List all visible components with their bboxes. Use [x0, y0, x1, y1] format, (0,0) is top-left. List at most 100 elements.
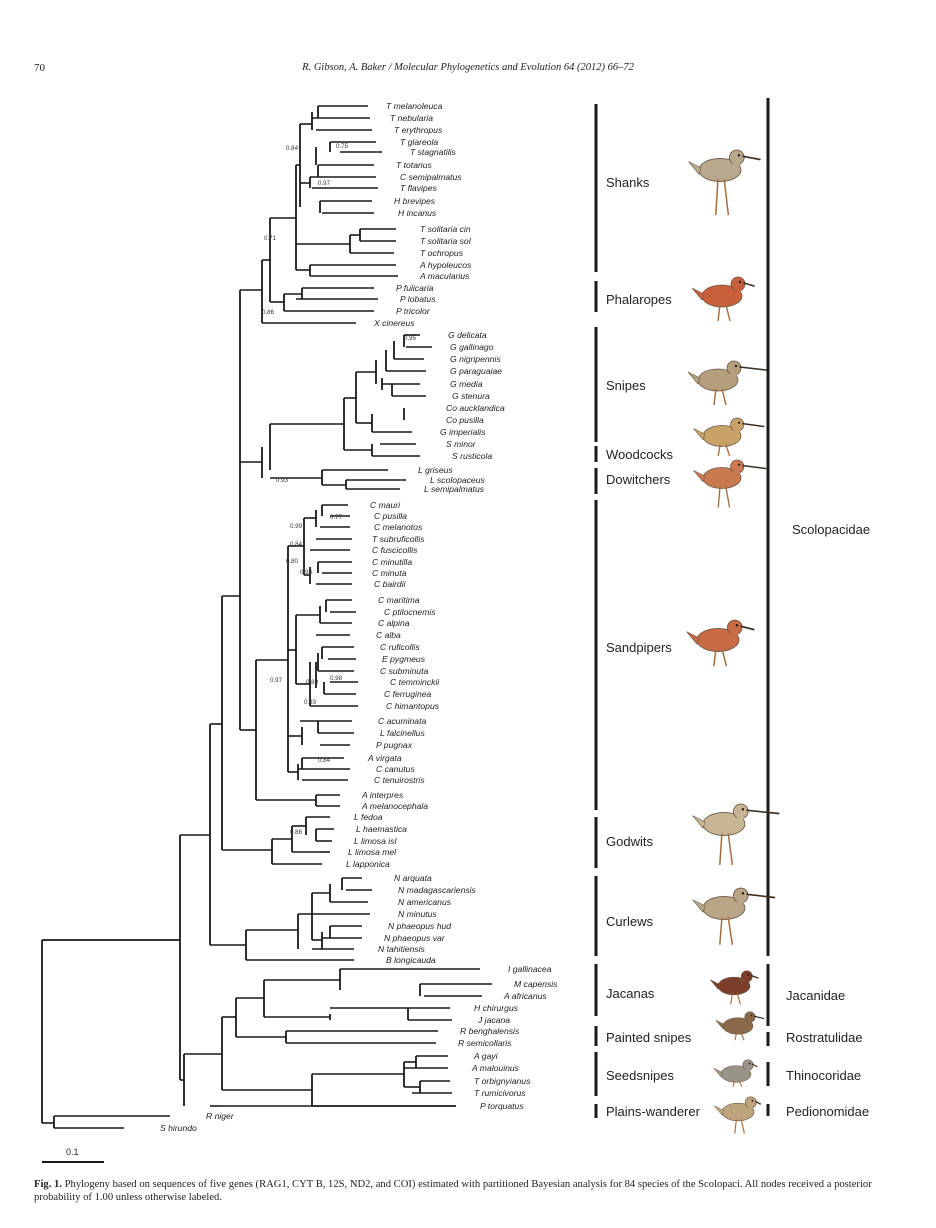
- taxon-label: H brevipes: [394, 196, 436, 206]
- taxon-label: N madagascariensis: [398, 885, 477, 895]
- support-value: 0.93: [304, 699, 317, 706]
- group-label: Plains-wanderer: [606, 1104, 701, 1119]
- taxon-label: T erythropus: [394, 125, 443, 135]
- shank-bird-illustration: [688, 149, 761, 216]
- taxon-label: C semipalmatus: [400, 172, 462, 182]
- taxon-label: C ruficollis: [380, 642, 420, 652]
- woodcock-bird-illustration: [693, 417, 765, 457]
- painted-snipe-bird-illustration: [715, 1011, 765, 1041]
- taxon-label: B longicauda: [386, 955, 436, 965]
- taxon-label: L scolopaceus: [430, 475, 485, 485]
- taxon-label: T glareola: [400, 137, 438, 147]
- family-label: Scolopacidae: [792, 522, 870, 537]
- taxon-label: L fedoa: [354, 812, 383, 822]
- taxon-label: A interpres: [361, 790, 404, 800]
- taxon-label: L griseus: [418, 465, 453, 475]
- taxon-label: L limosa mel: [348, 847, 397, 857]
- caption-text: Phylogeny based on sequences of five gen…: [34, 1179, 872, 1203]
- plains-wanderer-bird-illustration: [713, 1096, 762, 1134]
- jacana-bird-illustration: [709, 970, 759, 1005]
- taxon-label: C tenuirostris: [374, 775, 425, 785]
- taxon-label: L falcinellus: [380, 728, 425, 738]
- taxon-label: T solitaria sol: [420, 236, 472, 246]
- taxon-label: R benghalensis: [460, 1026, 520, 1036]
- group-label: Sandpipers: [606, 640, 672, 655]
- taxon-label: L semipalmatus: [424, 484, 485, 494]
- taxon-label: H incanus: [398, 208, 437, 218]
- support-value: 0.86: [262, 309, 275, 316]
- taxon-label: N minutus: [398, 909, 437, 919]
- taxon-label: C fuscicollis: [372, 545, 418, 555]
- taxon-label: G nigripennis: [450, 354, 501, 364]
- group-label: Painted snipes: [606, 1030, 692, 1045]
- taxon-label: N arquata: [394, 873, 432, 883]
- taxon-label: C ptilocnemis: [384, 607, 436, 617]
- taxon-label: C melanotos: [374, 522, 423, 532]
- taxon-label: C pusilla: [374, 511, 407, 521]
- taxon-label: C himantopus: [386, 701, 440, 711]
- taxon-label: G stenura: [452, 391, 490, 401]
- taxon-label: G paraguaiae: [450, 366, 502, 376]
- family-label: Rostratulidae: [786, 1030, 863, 1045]
- group-label: Jacanas: [606, 986, 655, 1001]
- dowitcher-bird-illustration: [693, 459, 767, 508]
- taxon-label: T solitaria cin: [420, 224, 471, 234]
- taxon-label: Co pusilla: [446, 415, 484, 425]
- taxon-label: S rusticola: [452, 451, 492, 461]
- support-value: 0.99: [290, 523, 303, 530]
- taxon-label: C alpina: [378, 618, 410, 628]
- group-label: Curlews: [606, 914, 653, 929]
- taxon-label: A africanus: [503, 991, 547, 1001]
- family-label: Jacanidae: [786, 988, 845, 1003]
- taxon-label: G imperialis: [440, 427, 486, 437]
- seedsnipe-bird-illustration: [713, 1059, 758, 1087]
- taxon-label: L haemastica: [356, 824, 407, 834]
- taxon-label: G gallinago: [450, 342, 494, 352]
- family-label: Pedionomidae: [786, 1104, 869, 1119]
- support-value: 0.98: [330, 675, 343, 682]
- support-value: 0.71: [264, 235, 277, 242]
- taxon-label: T subruficollis: [372, 534, 425, 544]
- support-value: 0.93: [276, 477, 289, 484]
- taxon-label: S hirundo: [160, 1123, 197, 1133]
- taxon-label: J jacana: [477, 1015, 510, 1025]
- taxon-label: G media: [450, 379, 483, 389]
- running-head: R. Gibson, A. Baker / Molecular Phylogen…: [302, 62, 634, 73]
- taxon-label: C alba: [376, 630, 401, 640]
- taxon-label: R semicollaris: [458, 1038, 512, 1048]
- taxon-label: A hypoleucos: [419, 260, 472, 270]
- taxon-label: T totanus: [396, 160, 433, 170]
- tip-labels: T melanoleuca T nebularia T erythropus T gl…: [160, 101, 558, 1133]
- taxon-label: T orbignyianus: [474, 1076, 531, 1086]
- taxon-label: C minutilla: [372, 557, 412, 567]
- taxon-label: P lobatus: [400, 294, 436, 304]
- curlew-bird-illustration: [692, 887, 776, 945]
- page-header: 70 R. Gibson, A. Baker / Molecular Phylo…: [34, 62, 902, 80]
- taxon-label: C canutus: [376, 764, 415, 774]
- support-value: 0.84: [290, 541, 303, 548]
- taxon-label: T nebularia: [390, 113, 433, 123]
- taxon-label: P pugnax: [376, 740, 413, 750]
- taxon-label: T ochropus: [420, 248, 464, 258]
- taxon-label: C maritima: [378, 595, 420, 605]
- group-label: Seedsnipes: [606, 1068, 674, 1083]
- taxon-label: R niger: [206, 1111, 235, 1121]
- taxon-label: A malouinus: [471, 1063, 520, 1073]
- taxon-label: A gayi: [473, 1051, 499, 1061]
- taxon-label: C subminuta: [380, 666, 428, 676]
- taxon-label: H chirurgus: [474, 1003, 519, 1013]
- figure-caption: Fig. 1. Phylogeny based on sequences of …: [34, 1178, 902, 1204]
- taxon-label: T melanoleuca: [386, 101, 443, 111]
- phalarope-bird-illustration: [691, 276, 755, 322]
- taxon-label: P torquatus: [480, 1101, 524, 1111]
- taxon-label: A melanocephala: [361, 801, 428, 811]
- support-value: 0.75: [336, 143, 349, 150]
- scale-bar-label: 0.1: [66, 1147, 79, 1157]
- taxon-label: X cinereus: [373, 318, 415, 328]
- taxon-label: Co aucklandica: [446, 403, 505, 413]
- godwit-bird-illustration: [692, 803, 780, 866]
- taxon-label: P fulicaria: [396, 283, 434, 293]
- taxon-label: I gallinacea: [508, 964, 552, 974]
- taxon-label: A virgata: [367, 753, 402, 763]
